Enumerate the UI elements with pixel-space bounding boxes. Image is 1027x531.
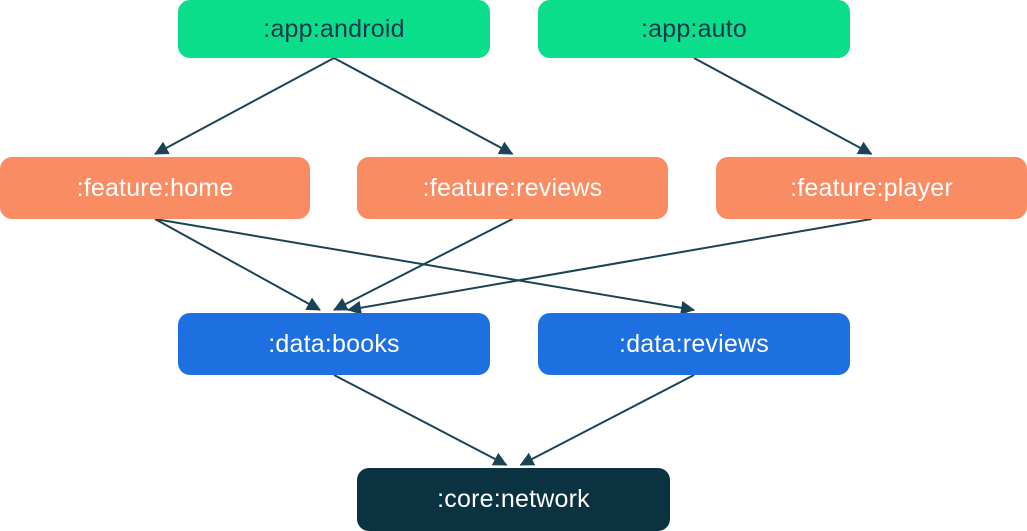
module-node-data-books: :data:books <box>178 313 490 375</box>
dependency-edge-feature-home-to-data-books <box>154 218 321 311</box>
dependency-edge-data-books-to-core-network <box>333 374 508 466</box>
module-node-data-reviews: :data:reviews <box>538 313 850 375</box>
dependency-edge-feature-reviews-to-data-books <box>333 218 513 311</box>
dependency-edge-data-reviews-to-core-network <box>519 374 695 466</box>
module-node-core-network: :core:network <box>357 468 670 531</box>
module-node-app-auto: :app:auto <box>538 0 850 58</box>
module-node-feature-player: :feature:player <box>716 157 1027 219</box>
dependency-edge-feature-home-to-data-reviews <box>154 218 695 315</box>
dependency-edge-app-auto-to-feature-player <box>693 57 873 155</box>
module-node-app-android: :app:android <box>178 0 490 58</box>
dependency-edge-feature-player-to-data-books <box>347 218 872 315</box>
dependency-edge-app-android-to-feature-home <box>154 57 335 155</box>
module-node-feature-home: :feature:home <box>0 157 310 219</box>
dependency-edge-app-android-to-feature-reviews <box>333 57 514 155</box>
module-node-feature-reviews: :feature:reviews <box>357 157 668 219</box>
